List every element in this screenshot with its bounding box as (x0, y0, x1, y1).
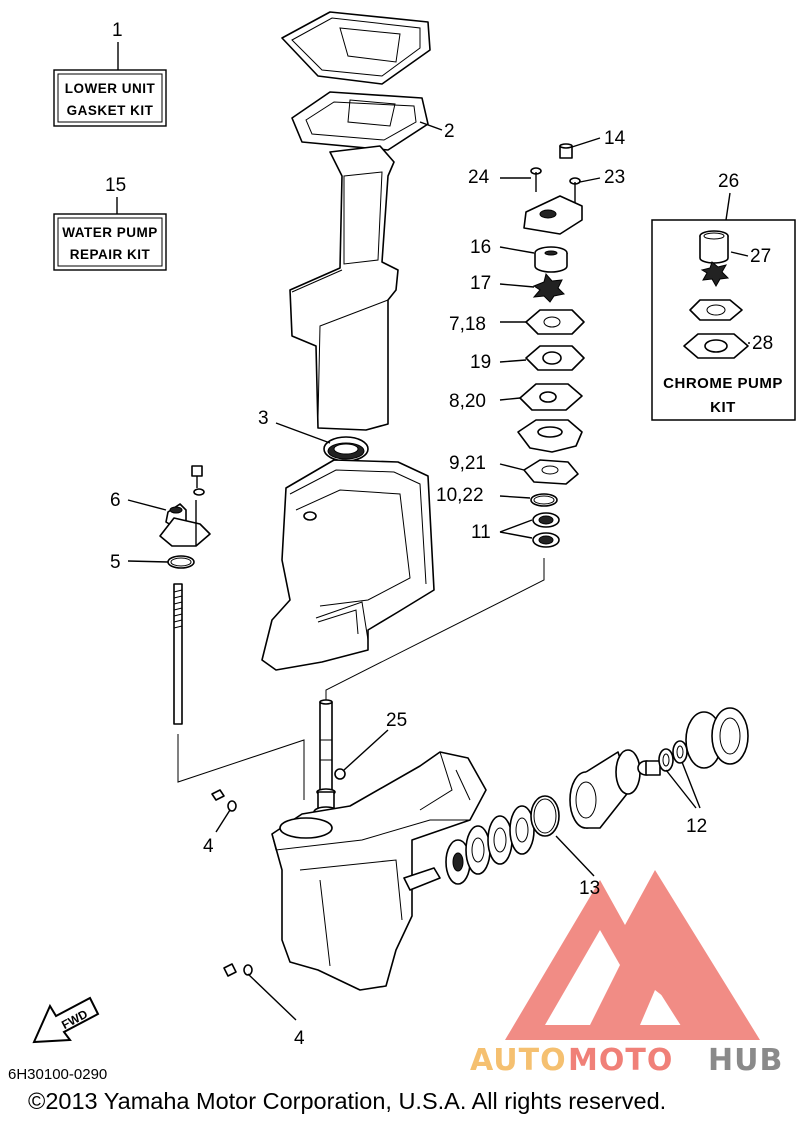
callout-17: 17 (470, 273, 491, 294)
propeller-shaft-parts: 13 12 (403, 707, 749, 899)
upper-casing-top (281, 11, 431, 85)
chrome-pump-kit-line1: CHROME PUMP (663, 375, 783, 392)
watermark-logo (505, 870, 760, 1040)
callout-26: 26 (718, 171, 739, 192)
watermark-part1: AUTO (470, 1043, 567, 1078)
callout-5: 5 (110, 552, 121, 573)
screw-4-upper: 4 (203, 789, 237, 857)
gasket-kit-box: 1 LOWER UNIT GASKET KIT (53, 20, 167, 127)
watermark-text: AUTO MOTO HUB (470, 1043, 783, 1078)
watermark-part3: HUB (708, 1043, 783, 1078)
shift-rod-assembly: 6 5 (110, 465, 211, 725)
callout-28: 28 (752, 333, 773, 354)
callout-27: 27 (750, 246, 771, 267)
callout-7-18: 7,18 (449, 314, 486, 335)
pin-25: 25 (334, 710, 407, 780)
forward-arrow-icon: FWD (32, 996, 100, 1044)
callout-11: 11 (471, 522, 491, 543)
callout-6: 6 (110, 490, 121, 511)
callout-24: 24 (468, 167, 490, 188)
callout-15: 15 (105, 175, 126, 196)
diagram-part-number: 6H30100-0290 (8, 1066, 108, 1083)
gasket-kit-line1: LOWER UNIT (65, 81, 156, 96)
water-pump-kit-box: 15 WATER PUMP REPAIR KIT (53, 175, 167, 271)
callout-12: 12 (686, 816, 707, 837)
screw-4-lower: 4 (223, 963, 305, 1049)
chrome-pump-kit-box: 26 27 28 CHROME PUMP KIT (651, 171, 796, 421)
callout-4-lower: 4 (294, 1028, 305, 1049)
copyright-notice: ©2013 Yamaha Motor Corporation, U.S.A. A… (28, 1088, 667, 1114)
impeller-icon (700, 261, 730, 288)
callout-14: 14 (604, 128, 626, 149)
callout-19: 19 (470, 352, 491, 373)
callout-3: 3 (258, 408, 269, 429)
chrome-pump-kit-line2: KIT (710, 399, 736, 416)
callout-10-22: 10,22 (436, 485, 484, 506)
callout-13: 13 (579, 878, 600, 899)
driveshaft (313, 699, 339, 818)
callout-2: 2 (444, 121, 455, 142)
callout-9-21: 9,21 (449, 453, 486, 474)
callout-16: 16 (470, 237, 491, 258)
callout-25: 25 (386, 710, 407, 731)
gear-case-upper (261, 459, 435, 671)
callout-1: 1 (112, 20, 123, 41)
gasket-kit-line2: GASKET KIT (67, 103, 154, 118)
callout-4-upper: 4 (203, 836, 214, 857)
water-pump-kit-line2: REPAIR KIT (70, 247, 151, 262)
gasket-2: 2 (291, 91, 455, 151)
driveshaft-housing (289, 145, 399, 431)
water-pump-kit-line1: WATER PUMP (62, 225, 158, 240)
callout-8-20: 8,20 (449, 391, 486, 412)
watermark-part2: MOTO (568, 1043, 673, 1078)
water-pump-stack: 14 24 23 16 17 7,18 19 (436, 128, 626, 548)
callout-23: 23 (604, 167, 625, 188)
assembly-lines (177, 558, 545, 800)
